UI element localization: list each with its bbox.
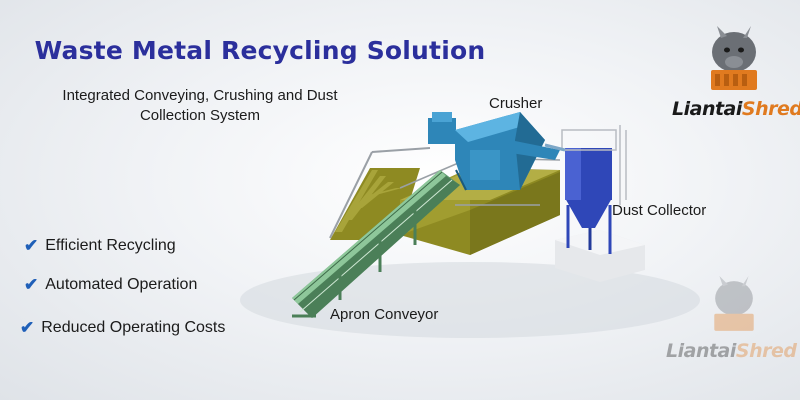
brand-name-part: Liantai (666, 340, 736, 362)
dust-collector (544, 125, 645, 282)
feature-label: Efficient Recycling (45, 237, 176, 254)
callout-crusher: Crusher (489, 95, 543, 112)
callout-apron-conveyor: Apron Conveyor (330, 306, 439, 323)
callout-dust-collector: Dust Collector (612, 202, 707, 219)
subtitle-line: Collection System (139, 107, 261, 124)
rhino-mascot-icon (711, 26, 757, 90)
crusher (428, 112, 560, 191)
subtitle-line: Integrated Conveying, Crushing and Dust (62, 87, 338, 104)
floor-shadow (240, 262, 700, 338)
feature-item: ✔ Reduced Operating Costs (20, 318, 225, 338)
feature-item: ✔ Automated Operation (24, 275, 197, 295)
brand-logo: LiantaiShred (672, 98, 800, 120)
watermark-logo: LiantaiShred (666, 340, 797, 362)
checkmark-icon: ✔ (20, 318, 35, 337)
watermark-rhino-icon (714, 276, 754, 331)
checkmark-icon: ✔ (24, 275, 39, 294)
apron-conveyor (292, 170, 460, 318)
brand-name-part: Shred (735, 340, 797, 362)
brand-name-part: Shred (741, 98, 800, 120)
feature-label: Reduced Operating Costs (41, 319, 226, 336)
checkmark-icon: ✔ (24, 236, 39, 255)
page-title: Waste Metal Recycling Solution (34, 36, 486, 65)
subtitle: Integrated Conveying, Crushing and Dust … (20, 86, 380, 126)
feature-label: Automated Operation (45, 276, 198, 293)
staircase (329, 147, 431, 240)
brand-name-part: Liantai (672, 98, 742, 120)
feature-item: ✔ Efficient Recycling (24, 236, 176, 256)
